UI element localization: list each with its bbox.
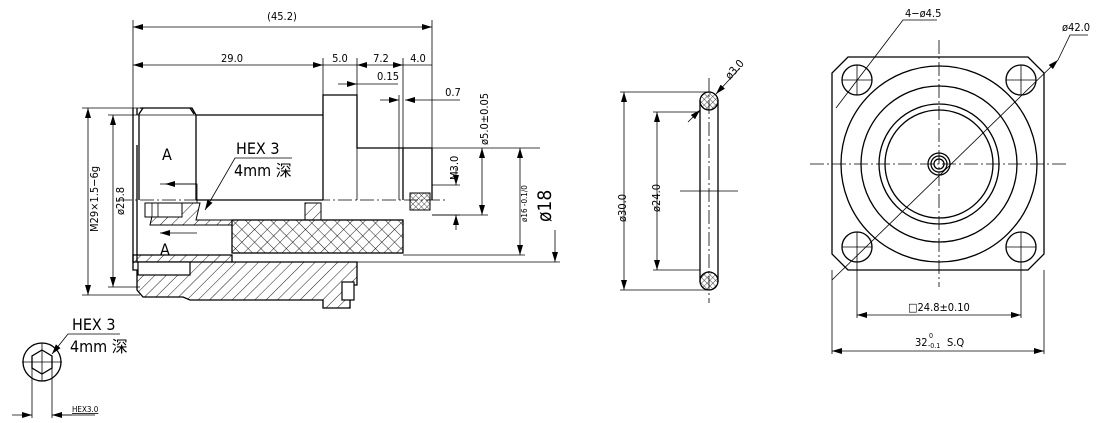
dim-overall-label: (45.2) — [267, 10, 297, 23]
set-screw — [409, 192, 431, 211]
dim-m3-label: M3.0 — [448, 156, 461, 180]
section-a-top: A — [162, 145, 172, 164]
dia-42-label: ø42.0 — [1062, 21, 1090, 34]
dim-0-15-label: 0.15 — [377, 70, 399, 83]
outer-tol-upper: 0 — [929, 332, 933, 340]
bolt-square-label: □24.8±0.10 — [908, 301, 970, 314]
hex-detail-depth: 4mm 深 — [70, 337, 128, 356]
dim-5-label-dia: ø5.0±0.05 — [478, 93, 491, 145]
dim-5-label: 5.0 — [332, 52, 348, 65]
dim-25-8-label: ø25.8 — [114, 187, 127, 215]
side-view: (45.2) 29.0 5.0 7.2 4.0 0.15 0.7 — [82, 10, 560, 309]
dim-18-label: ø18 — [534, 190, 556, 222]
hex-detail: HEX 3 4mm 深 HEX3.0 — [12, 315, 128, 418]
seal-section — [231, 219, 404, 254]
outer-suffix: S.Q — [947, 336, 964, 349]
outer-tol-lower: -0.1 — [928, 342, 940, 350]
hex-label: HEX 3 — [236, 139, 280, 158]
outer-square-label: 32 — [915, 336, 928, 349]
hex-dim-label: HEX3.0 — [72, 405, 99, 414]
dim-3-label: ø3.0 — [723, 57, 747, 82]
dim-29-label: 29.0 — [221, 52, 243, 65]
front-view: 4−ø4.5 ø42.0 □24.8±0.10 32 0 -0.1 S.Q — [810, 7, 1090, 354]
holes-label: 4−ø4.5 — [905, 7, 941, 20]
section-a-bottom: A — [160, 240, 170, 259]
dim-24-label: ø24.0 — [650, 184, 663, 212]
dim-16-label: ø16 -0.1/0 — [520, 185, 529, 222]
hex-depth: 4mm 深 — [234, 161, 292, 180]
dim-thread-label: M29×1.5−6g — [88, 166, 101, 232]
dim-4-label: 4.0 — [410, 52, 426, 65]
hex-detail-label: HEX 3 — [72, 315, 116, 334]
dim-30-label: ø30.0 — [616, 194, 629, 222]
oring-view: ø30.0 ø24.0 ø3.0 — [616, 57, 747, 303]
dim-0-7-label: 0.7 — [445, 86, 461, 99]
dim-7-2-label: 7.2 — [373, 52, 389, 65]
